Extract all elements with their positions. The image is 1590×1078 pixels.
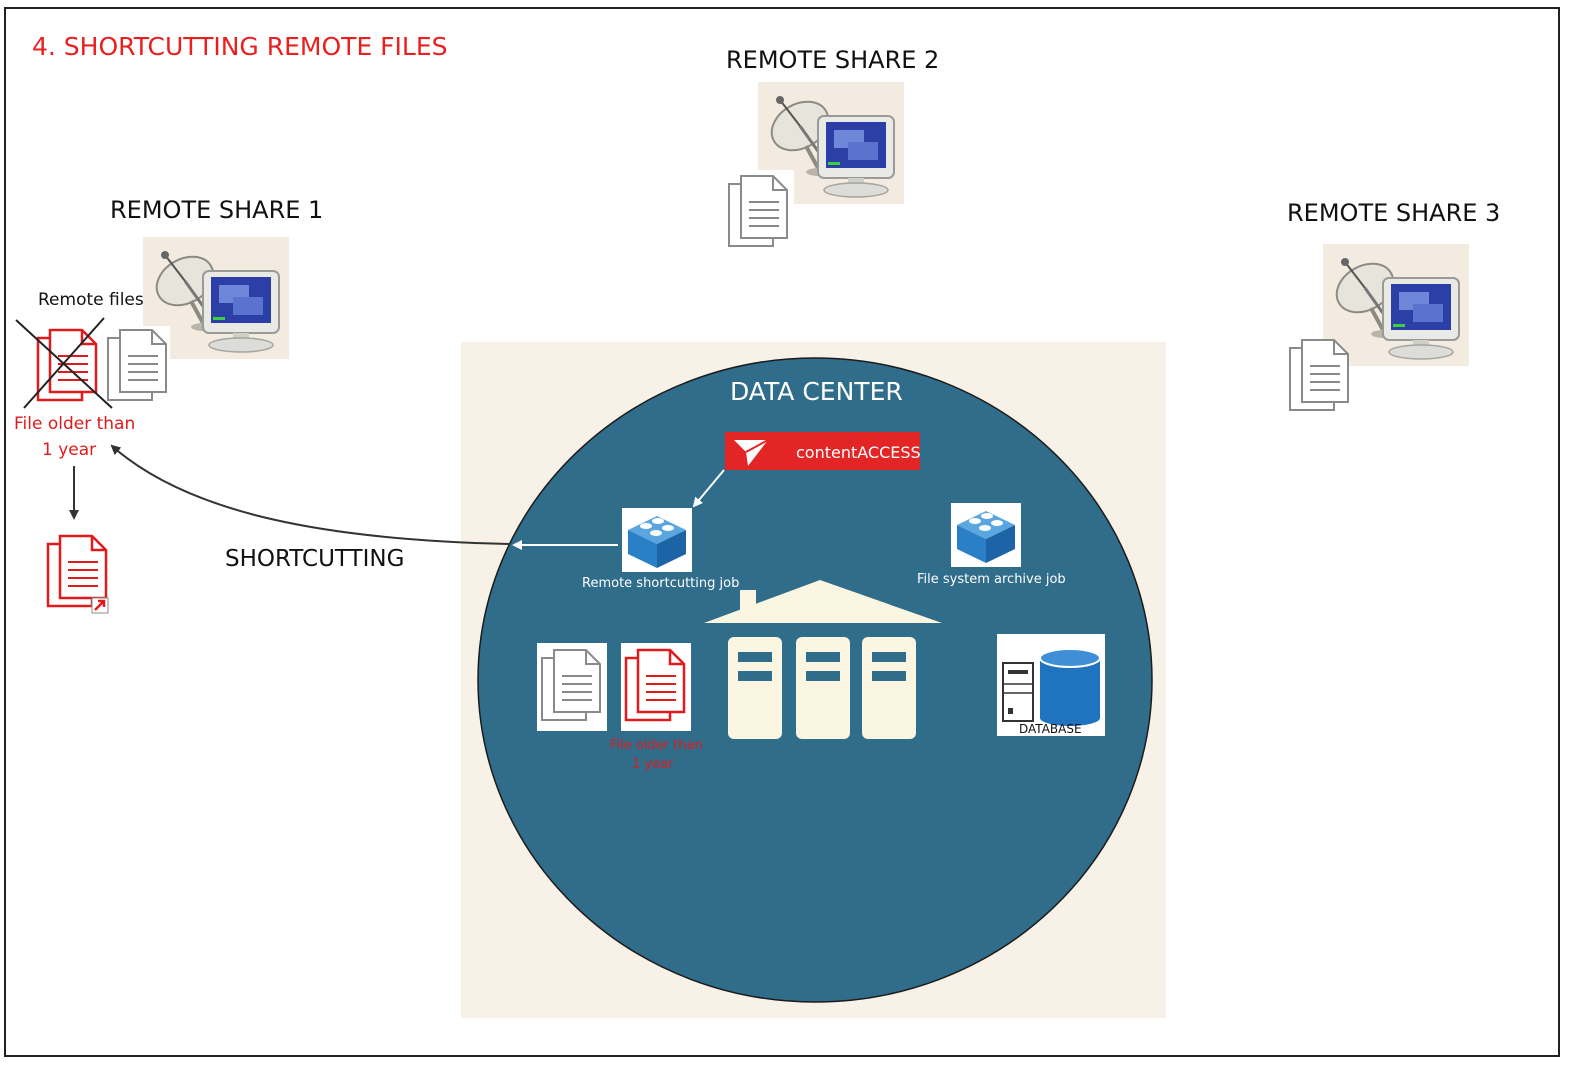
- server-building-icon: [704, 580, 942, 739]
- datacenter-old-file-icon: [621, 643, 691, 731]
- remote-share-3-computer-icon: [1321, 242, 1471, 368]
- datacenter-old-file-label-line2: 1 year: [632, 757, 674, 772]
- logo-to-job-arrow: [692, 469, 725, 508]
- remote-share-2-label: REMOTE SHARE 2: [726, 46, 940, 74]
- database-label: DATABASE: [1019, 722, 1082, 736]
- remote-share-2-file-icon: [724, 170, 794, 252]
- remote-files-label: Remote files: [38, 290, 144, 310]
- diagram-border: [4, 7, 1560, 1057]
- content-access-logo: [725, 432, 920, 470]
- database-icon: [997, 634, 1105, 736]
- crossed-out-icon: [15, 317, 113, 409]
- old-file-label-line2: 1 year: [42, 440, 97, 460]
- file-system-archive-job-label: File system archive job: [917, 572, 1066, 587]
- remote-share-1-old-file-icon: [36, 328, 98, 402]
- old-file-label-line1: File older than: [14, 414, 136, 434]
- remote-share-1-file-icon: [104, 326, 170, 404]
- remote-shortcutting-job-label: Remote shortcutting job: [582, 576, 740, 591]
- diagram-title: 4. SHORTCUTTING REMOTE FILES: [32, 32, 448, 61]
- content-access-brand: contentACCESS: [796, 443, 921, 462]
- shortcutting-label: SHORTCUTTING: [225, 546, 405, 572]
- datacenter-file-icon: [537, 643, 607, 731]
- datacenter-title: DATA CENTER: [730, 377, 903, 406]
- shortcutting-arrow: [110, 444, 511, 545]
- remote-share-1-label: REMOTE SHARE 1: [110, 196, 324, 224]
- shortcut-file-icon: [46, 534, 109, 614]
- remote-share-3-label: REMOTE SHARE 3: [1287, 199, 1501, 227]
- remote-shortcutting-job-icon: [622, 508, 692, 572]
- file-system-archive-job-icon: [951, 503, 1021, 567]
- datacenter-old-file-label-line1: File older than: [610, 738, 703, 753]
- remote-share-3-file-icon: [1289, 339, 1349, 411]
